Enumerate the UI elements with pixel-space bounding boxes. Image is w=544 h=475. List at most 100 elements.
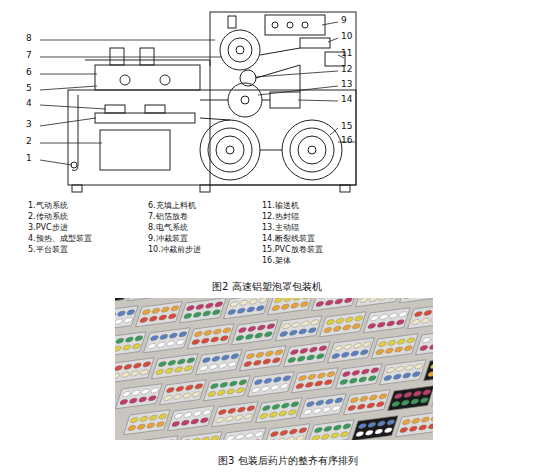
blister-card xyxy=(308,420,355,440)
blister-card xyxy=(180,298,227,323)
blister-photo xyxy=(115,298,433,440)
legend-item: 7.铝箔放卷 xyxy=(148,213,188,222)
callout-number: 7 xyxy=(26,51,32,61)
blister-card xyxy=(432,382,433,407)
legend-item: 1.气动系统 xyxy=(28,202,68,211)
blister-card xyxy=(380,360,427,385)
blister-card xyxy=(388,386,433,411)
callout-number: 13 xyxy=(341,80,352,90)
blister-card xyxy=(240,346,287,371)
blister-card xyxy=(204,376,251,401)
knob xyxy=(302,22,308,28)
blister-card xyxy=(328,338,375,363)
blister-card xyxy=(168,406,215,431)
knob xyxy=(287,22,293,28)
pneumatic-hose xyxy=(72,95,78,170)
blister-card xyxy=(115,332,146,357)
blister-card xyxy=(132,436,179,440)
callout-number: 2 xyxy=(26,137,32,147)
legend-item: 12.热封辊 xyxy=(262,213,299,222)
blister-card xyxy=(300,394,347,419)
blister-card xyxy=(284,342,331,367)
break-line-device xyxy=(270,92,300,108)
blister-card xyxy=(256,398,303,423)
legend-item: 6.充填上料机 xyxy=(148,202,196,211)
leg xyxy=(200,185,210,192)
figure-caption: 图2 高速铝塑泡罩包装机 xyxy=(212,281,322,292)
callout-number: 4 xyxy=(26,99,32,109)
blister-card xyxy=(264,424,311,440)
legend-item: 3.PVC步进 xyxy=(28,224,68,233)
legend-item: 10.冲裁前步进 xyxy=(148,246,201,255)
callout-number: 3 xyxy=(26,120,32,130)
legend-item: 13.主动辊 xyxy=(262,224,299,233)
blister-card xyxy=(364,308,411,333)
platform xyxy=(95,65,200,90)
blister-card xyxy=(424,356,433,381)
blister-card xyxy=(356,298,403,307)
drive-roller xyxy=(228,83,262,117)
legend-item: 11.输送机 xyxy=(262,202,299,211)
blister-card xyxy=(124,410,171,435)
blister-card xyxy=(396,412,433,437)
blister-card xyxy=(220,428,267,440)
callout-number: 6 xyxy=(26,68,32,78)
blister-card xyxy=(416,330,433,355)
blister-card xyxy=(116,384,163,409)
figure-caption: 图3 包装后药片的整齐有序排列 xyxy=(218,455,358,466)
blister-card xyxy=(232,320,279,345)
callout-number: 5 xyxy=(26,84,32,94)
blister-card xyxy=(268,298,315,315)
legend-item: 2.传动系统 xyxy=(28,213,68,222)
frame xyxy=(68,90,356,185)
legend-item: 15.PVC放卷装置 xyxy=(262,246,323,255)
legend-item: 8.电气系统 xyxy=(148,224,188,233)
feeder xyxy=(140,48,154,65)
machine-drawing xyxy=(68,12,356,192)
legend-item: 16.架体 xyxy=(262,257,291,266)
leg xyxy=(340,185,350,192)
blister-card xyxy=(276,316,323,341)
callout-number: 11 xyxy=(341,49,352,59)
callout-number: 9 xyxy=(341,16,347,26)
control-panel xyxy=(265,15,325,35)
legend-item: 9.冲裁装置 xyxy=(148,235,188,244)
blister-card xyxy=(372,334,419,359)
callout-number: 1 xyxy=(26,154,32,164)
blister-card xyxy=(144,328,191,353)
blister-card xyxy=(196,350,243,375)
legend-item: 5.平台装置 xyxy=(28,246,68,255)
legend-item: 4.预热、成型装置 xyxy=(28,235,92,244)
callout-number: 14 xyxy=(341,95,352,105)
callout-number: 12 xyxy=(341,65,352,75)
leader-lines xyxy=(40,22,355,165)
callout-number: 8 xyxy=(26,34,32,44)
blister-card xyxy=(352,416,399,440)
blister-card xyxy=(152,354,199,379)
forming-device xyxy=(95,113,195,123)
callout-number: 10 xyxy=(341,32,352,42)
callout-number: 16 xyxy=(341,136,352,146)
switch xyxy=(228,16,236,28)
blister-card xyxy=(176,432,223,440)
callout-number: 15 xyxy=(341,122,352,132)
blister-card xyxy=(344,390,391,415)
blister-card xyxy=(292,368,339,393)
feeder xyxy=(110,48,124,65)
foil-reel xyxy=(220,30,260,70)
blister-card xyxy=(212,402,259,427)
blister-card xyxy=(188,324,235,349)
pvc-reel xyxy=(200,120,260,180)
blister-card xyxy=(115,358,154,383)
blister-card xyxy=(115,306,138,331)
blister-card xyxy=(408,304,433,329)
blister-card xyxy=(128,298,175,301)
cabinet xyxy=(210,12,356,185)
blister-card xyxy=(160,380,207,405)
knob xyxy=(272,22,278,28)
cutting-device xyxy=(300,38,330,48)
transmission xyxy=(100,130,170,170)
blister-card xyxy=(224,298,271,319)
blister-card xyxy=(136,302,183,327)
blister-card xyxy=(400,298,433,303)
